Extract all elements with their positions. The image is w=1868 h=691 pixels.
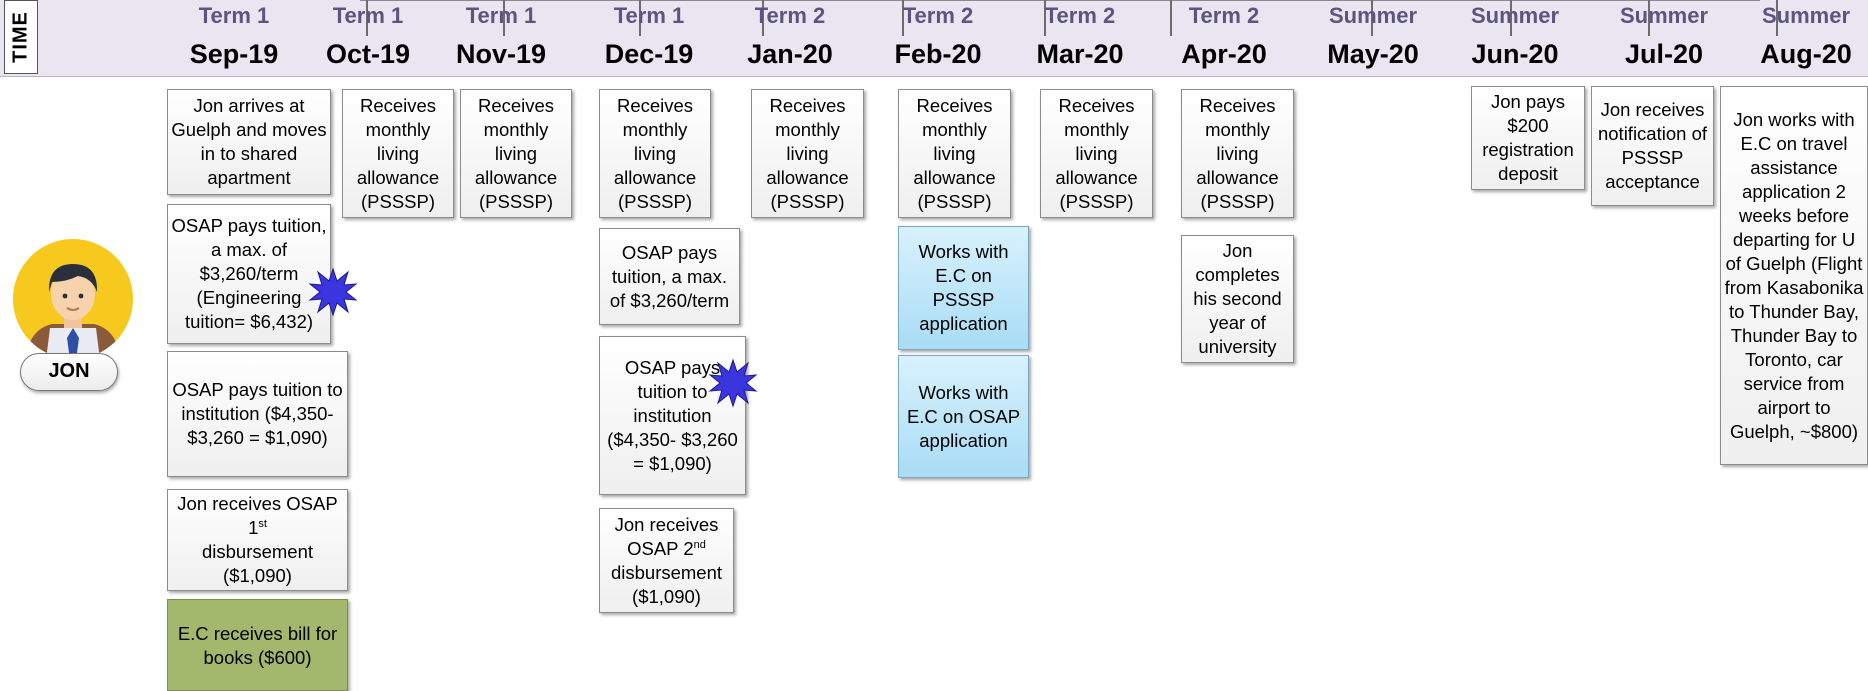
term-label: Term 2: [754, 3, 826, 28]
student-avatar-icon: [13, 239, 133, 359]
event-card-allowance-oct: Receives monthly living allowance (PSSSP…: [342, 89, 454, 218]
month-label: Mar-20: [1036, 39, 1124, 69]
starburst-icon: [708, 358, 758, 408]
tick-mark: [366, 0, 368, 36]
term-label: Summer: [1328, 3, 1418, 28]
tick-mark: [1510, 0, 1512, 36]
term-label: Summer: [1761, 3, 1851, 28]
month-label: May-20: [1327, 39, 1419, 69]
tick-mark: [1648, 0, 1650, 36]
term-label: Term 1: [332, 3, 404, 28]
tick-mark: [639, 0, 641, 36]
month-label: Jan-20: [747, 39, 833, 69]
event-card-allowance-apr: Receives monthly living allowance (PSSSP…: [1181, 89, 1294, 218]
tick-mark: [1776, 0, 1778, 36]
event-card-allowance-feb: Receives monthly living allowance (PSSSP…: [898, 89, 1011, 218]
event-card-osap-tuition: OSAP pays tuition, a max. of $3,260/term…: [167, 204, 331, 344]
term-label: Summer: [1619, 3, 1709, 28]
month-label: Nov-19: [455, 39, 547, 69]
tick-mark: [902, 0, 904, 36]
starburst-icon: [308, 267, 358, 317]
event-card-year-complete: Jon completes his second year of univers…: [1181, 235, 1294, 363]
tick-mark: [762, 0, 764, 36]
event-card-allowance-dec: Receives monthly living allowance (PSSSP…: [599, 89, 711, 218]
term-label: Term 1: [198, 3, 270, 28]
month-label: Apr-20: [1181, 39, 1267, 69]
tick-mark: [1170, 0, 1172, 36]
month-label: Dec-19: [604, 39, 694, 69]
event-card-osap-application: Works with E.C on OSAP application: [898, 355, 1029, 478]
event-card-osap-institution: OSAP pays tuition to institution ($4,350…: [167, 351, 348, 477]
tick-mark: [1371, 0, 1373, 36]
month-label: Oct-19: [325, 39, 411, 69]
event-card-pssp-acceptance: Jon receives notification of PSSSP accep…: [1591, 86, 1714, 206]
month-label: Feb-20: [894, 39, 982, 69]
event-card-registration-deposit: Jon pays $200 registration deposit: [1471, 86, 1585, 190]
timeline-top-line: [360, 0, 1760, 7]
event-card-osap-tuition-dec: OSAP pays tuition, a max. of $3,260/term: [599, 228, 740, 325]
event-card-pssp-application: Works with E.C on PSSSP application: [898, 226, 1029, 350]
timeline-header: TIME Term 1 Sep-19 Term 1 Oct-19 Term 1 …: [0, 0, 1868, 77]
event-card-osap-institution-dec: OSAP pays tuition to institution ($4,350…: [599, 336, 746, 495]
event-card-books-bill: E.C receives bill for books ($600): [167, 599, 348, 691]
event-card-allowance-nov: Receives monthly living allowance (PSSSP…: [460, 89, 572, 218]
event-card-allowance-jan: Receives monthly living allowance (PSSSP…: [751, 89, 864, 218]
event-card-travel-assistance: Jon works with E.C on travel assistance …: [1720, 86, 1868, 465]
tick-mark: [1044, 0, 1046, 36]
event-card-arrival: Jon arrives at Guelph and moves in to sh…: [167, 89, 331, 195]
month-label: Aug-20: [1760, 39, 1852, 69]
term-label: Term 2: [1044, 3, 1116, 28]
time-axis-label: TIME: [4, 0, 38, 74]
term-label: Term 1: [465, 3, 537, 28]
term-label: Term 2: [1188, 3, 1260, 28]
month-label: Jun-20: [1471, 39, 1559, 69]
event-card-allowance-mar: Receives monthly living allowance (PSSSP…: [1040, 89, 1153, 218]
term-label: Summer: [1470, 3, 1560, 28]
term-label: Term 2: [902, 3, 974, 28]
month-label: Sep-19: [189, 39, 279, 69]
term-label: Term 1: [613, 3, 685, 28]
persona-name-badge: JON: [20, 353, 118, 391]
month-label: Jul-20: [1624, 39, 1704, 69]
tick-mark: [503, 0, 505, 36]
